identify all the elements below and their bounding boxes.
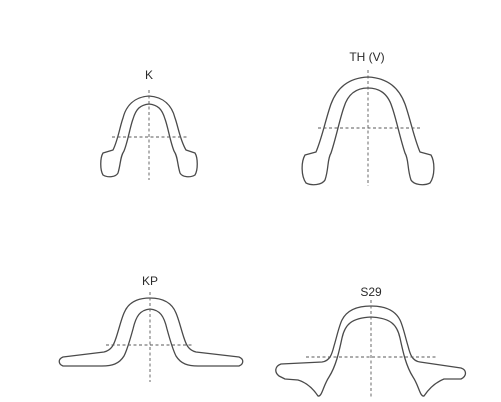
profile-s29-label: S29 bbox=[360, 285, 382, 299]
profile-k-outline bbox=[100, 95, 198, 178]
profile-kp: KP bbox=[58, 274, 244, 382]
profile-kp-label: KP bbox=[142, 274, 158, 288]
profile-k: K bbox=[100, 68, 198, 180]
profile-s29-outline bbox=[275, 305, 467, 397]
profile-th-v-outline bbox=[301, 76, 435, 186]
profile-k-label: K bbox=[145, 68, 153, 82]
profile-th-v: TH (V) bbox=[301, 50, 435, 186]
profile-kp-outline bbox=[58, 297, 244, 367]
profile-th-v-label: TH (V) bbox=[349, 50, 384, 64]
profile-s29: S29 bbox=[275, 285, 467, 398]
